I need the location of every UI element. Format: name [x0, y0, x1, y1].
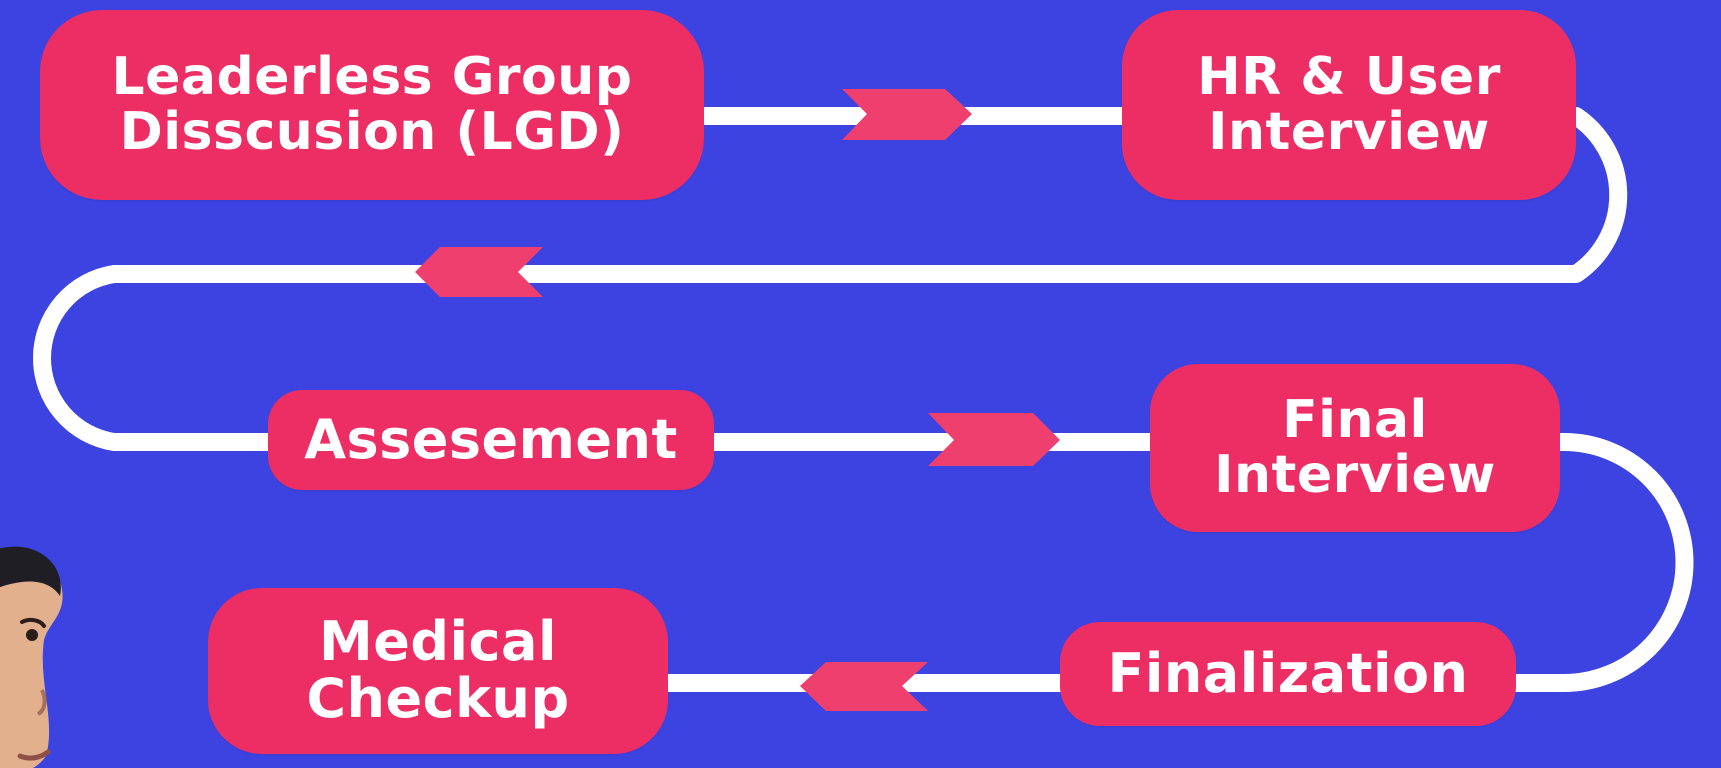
step-assessment-label: Assesement [304, 407, 678, 471]
flow-track [33, 107, 1694, 692]
step-final-interview-label: Final Interview [1214, 390, 1496, 505]
chevron-left-icon [800, 662, 928, 711]
step-finalization-label: Finalization [1107, 641, 1469, 705]
step-hr-user-interview: HR & User Interview [1122, 10, 1576, 200]
step-hr-user-interview-label: HR & User Interview [1197, 47, 1501, 162]
chevron-right-icon [928, 413, 1060, 466]
step-finalization: Finalization [1060, 622, 1516, 726]
chevron-right-icon [842, 89, 972, 140]
chevron-left-icon [415, 247, 543, 297]
presenter-avatar [0, 546, 63, 768]
step-medical-checkup-label: Medical Checkup [306, 610, 570, 730]
step-lgd-label: Leaderless Group Disscusion (LGD) [111, 47, 633, 162]
step-final-interview: Final Interview [1150, 364, 1560, 532]
step-lgd: Leaderless Group Disscusion (LGD) [40, 10, 704, 200]
step-assessment: Assesement [268, 390, 714, 490]
step-medical-checkup: Medical Checkup [208, 588, 668, 754]
